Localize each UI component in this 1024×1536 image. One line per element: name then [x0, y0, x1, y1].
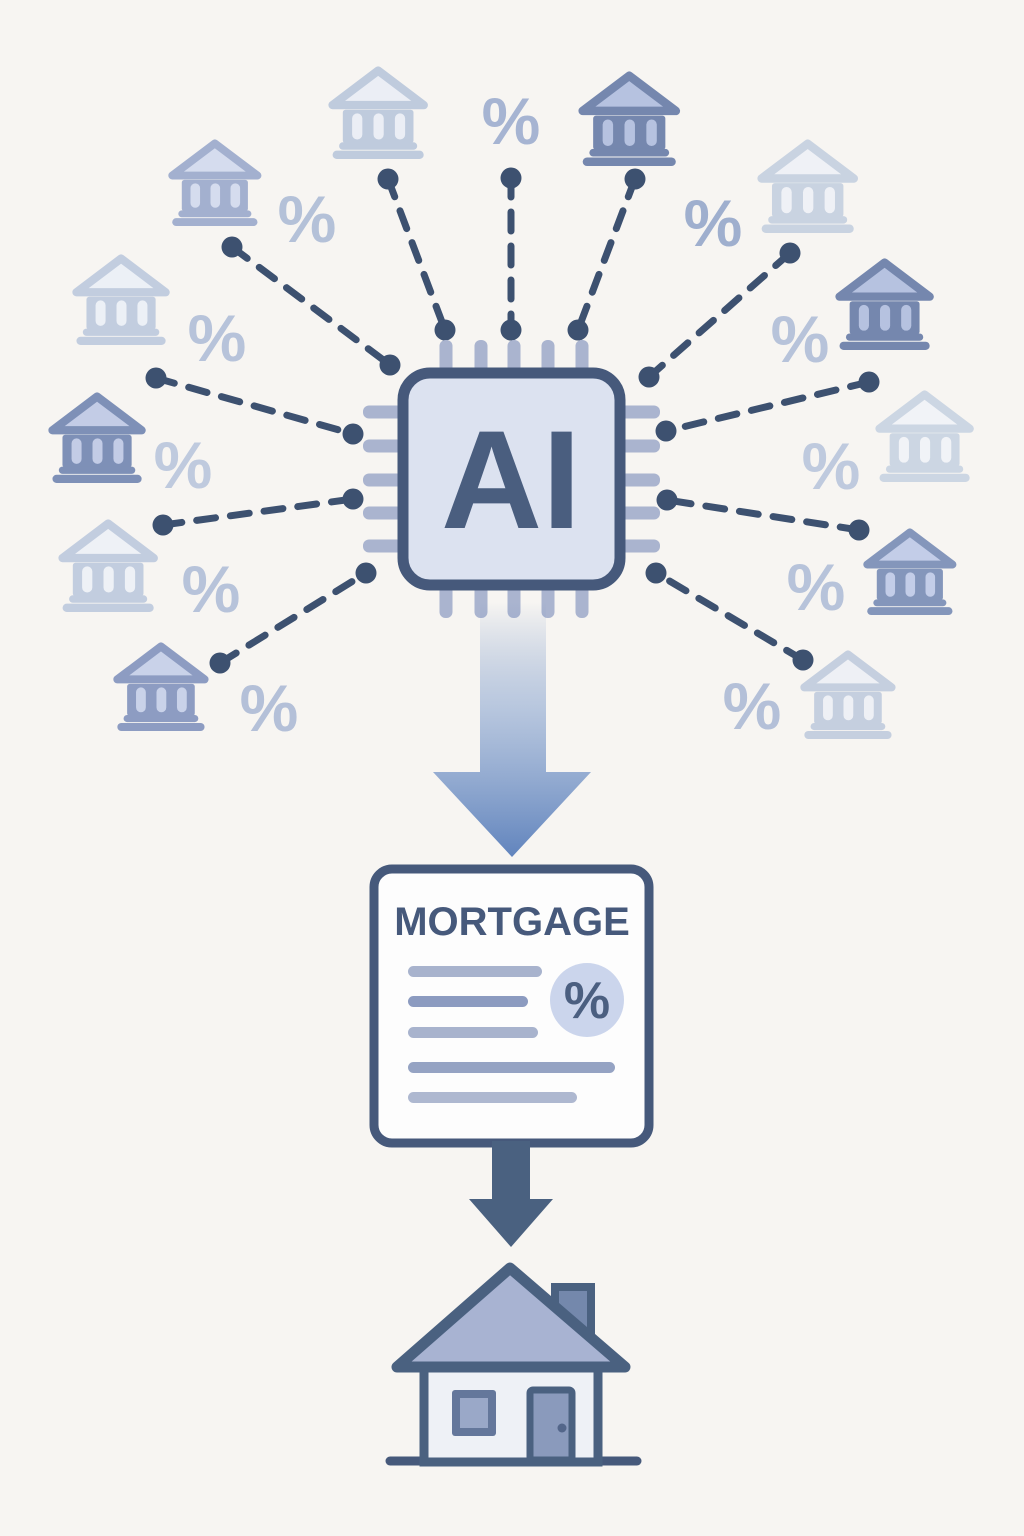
connector-line [574, 175, 639, 334]
connector-line [645, 249, 794, 381]
document-text-line [408, 1027, 538, 1038]
percent-sign-icon: % [771, 302, 830, 376]
connector-dot [152, 514, 174, 536]
bank-icon [172, 143, 258, 226]
house-roof [391, 1262, 631, 1373]
ai-chip: AI [363, 340, 660, 618]
percent-sign-icon: % [787, 550, 846, 624]
connector-line [384, 175, 449, 334]
bank-icon [761, 143, 854, 233]
percent-sign-icon: % [482, 84, 541, 158]
connector-lines [145, 167, 880, 674]
connector-dot [792, 649, 814, 671]
connector-dot [377, 168, 399, 190]
chip-body [397, 367, 626, 591]
chip-label: AI [441, 401, 581, 558]
rate-circle [550, 963, 624, 1037]
bank-icon [839, 262, 930, 350]
connector-dot [656, 489, 678, 511]
bank-icon [76, 258, 166, 345]
connector-line [663, 496, 863, 534]
connector-dot [500, 319, 522, 341]
percent-sign-icon: % [188, 301, 247, 375]
bank-icon [867, 532, 953, 615]
percent-signs: %%%%%%%%%%% [154, 84, 861, 745]
house-door-knob [557, 1423, 567, 1433]
gradient-down-arrow [433, 602, 591, 857]
connector-dot [434, 319, 456, 341]
bank-icon [62, 523, 154, 612]
percent-sign-icon: % [723, 669, 782, 743]
connector-line [652, 569, 807, 664]
connector-line [159, 495, 357, 529]
connector-dot [145, 367, 167, 389]
house-icon [385, 1262, 642, 1467]
connector-dot [342, 488, 364, 510]
connector-line [662, 378, 873, 435]
document-text-line [408, 1092, 577, 1103]
percent-sign-icon: % [240, 671, 299, 745]
connector-dot [379, 354, 401, 376]
connector-dot [500, 167, 522, 189]
connector-line [228, 243, 394, 369]
connector-dot [624, 168, 646, 190]
bank-icon [52, 396, 142, 483]
house-door [526, 1386, 576, 1464]
connector-dot [567, 319, 589, 341]
connector-line [152, 374, 357, 438]
connector-line [216, 569, 370, 667]
document-text-line [408, 966, 542, 977]
percent-sign-icon: % [278, 182, 337, 256]
bank-icon [804, 654, 892, 739]
connector-dot [355, 562, 377, 584]
bank-icon [582, 75, 676, 166]
connector-dot [848, 519, 870, 541]
document-text-line [408, 1062, 615, 1073]
document-title: MORTGAGE [394, 900, 630, 944]
connector-dot [209, 652, 231, 674]
connector-dot [645, 562, 667, 584]
dark-down-arrow [469, 1141, 553, 1247]
connector-dot [779, 242, 801, 264]
document-text-lines [408, 966, 615, 1103]
mortgage-document: MORTGAGE % [369, 864, 654, 1148]
percent-sign-icon: % [802, 429, 861, 503]
percent-sign-icon: % [684, 186, 743, 260]
percent-sign-icon: % [182, 552, 241, 626]
percent-sign-icon: % [154, 428, 213, 502]
document-text-line [408, 996, 528, 1007]
connector-dot [638, 366, 660, 388]
connector-dot [342, 423, 364, 445]
house-window-pane [460, 1398, 488, 1428]
bank-icon [332, 70, 424, 159]
connector-dot [858, 371, 880, 393]
bank-icon [117, 646, 205, 731]
rate-percent-icon: % [564, 972, 610, 1030]
bank-icon [879, 394, 970, 482]
connector-dot [221, 236, 243, 258]
connector-dot [655, 420, 677, 442]
